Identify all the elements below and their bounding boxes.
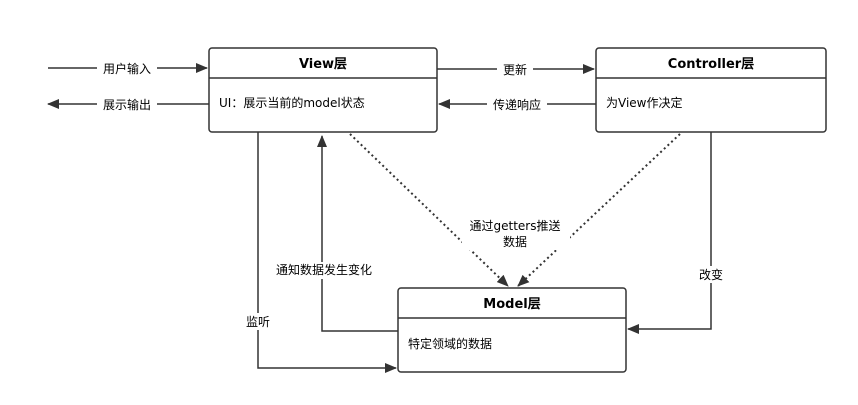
edge-listen: 监听 (242, 132, 397, 373)
getters-label: 通过getters推送 数据 (462, 216, 570, 250)
edge-display-output: 展示输出 (47, 95, 209, 113)
edge-label-getters-line1: 通过getters推送 (470, 218, 561, 233)
edge-getters-push (349, 133, 509, 287)
edge-controller-to-model (517, 133, 681, 287)
edge-label-change: 改变 (699, 267, 723, 282)
edge-label-notify: 通知数据发生变化 (276, 262, 372, 277)
edge-update: 更新 (437, 61, 595, 78)
view-node: View层 UI：展示当前的model状态 (208, 47, 438, 133)
edge-label-getters-line2: 数据 (503, 234, 527, 249)
edge-label-response: 传递响应 (493, 97, 541, 112)
edge-label-user-input: 用户输入 (103, 61, 151, 76)
edge-notify-change: 通知数据发生变化 (270, 135, 398, 332)
edge-label-update: 更新 (503, 62, 527, 77)
view-description: UI：展示当前的model状态 (219, 95, 365, 110)
edge-user-input: 用户输入 (48, 59, 208, 77)
edge-label-display-output: 展示输出 (103, 97, 151, 112)
model-node: Model层 特定领域的数据 (397, 287, 627, 373)
edge-change: 改变 (627, 132, 727, 334)
edge-label-listen: 监听 (246, 315, 270, 329)
model-title: Model层 (483, 297, 540, 312)
view-title: View层 (299, 57, 347, 72)
controller-description: 为View作决定 (606, 95, 682, 110)
controller-node: Controller层 为View作决定 (595, 47, 827, 133)
controller-title: Controller层 (668, 57, 754, 72)
edge-response: 传递响应 (438, 96, 596, 113)
model-description: 特定领域的数据 (408, 336, 492, 351)
